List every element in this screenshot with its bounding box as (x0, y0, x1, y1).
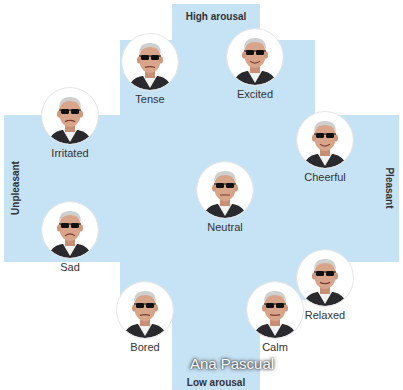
emotion-node: Bored (100, 280, 190, 354)
emotion-node: Calm (230, 280, 320, 354)
emotion-label: Bored (100, 341, 190, 354)
emotion-label: Sad (25, 261, 115, 274)
emotion-node: Tense (105, 32, 195, 106)
emotion-node: Cheerful (280, 110, 370, 184)
circle-frame (42, 202, 99, 259)
face-photo (40, 86, 100, 146)
emotion-label: Irritated (25, 147, 115, 160)
face-photo (40, 200, 100, 260)
axis-label: Low arousal (187, 376, 245, 389)
face-circle (195, 160, 255, 220)
face-circle (115, 280, 175, 340)
circle-frame (197, 162, 254, 219)
face-circle (40, 200, 100, 260)
emotion-label: Excited (210, 88, 300, 101)
face-circle (225, 27, 285, 87)
cross-band (4, 4, 399, 390)
face-photo (120, 32, 180, 92)
watermark: Ana Pascual (190, 355, 274, 373)
face-photo (295, 248, 355, 308)
emotion-node: Excited (210, 27, 300, 101)
face-photo (295, 110, 355, 170)
face-circle (120, 32, 180, 92)
emotion-node: Irritated (25, 86, 115, 160)
emotion-label: Neutral (180, 221, 270, 234)
emotion-label: Tense (105, 93, 195, 106)
face-photo (245, 280, 305, 340)
face-photo (225, 27, 285, 87)
face-circle (295, 248, 355, 308)
axis-label: High arousal (186, 10, 247, 23)
face-circle (245, 280, 305, 340)
axis-label: Pleasant (383, 167, 396, 208)
circle-frame (42, 88, 99, 145)
circle-frame (297, 112, 354, 169)
face-photo (195, 160, 255, 220)
face-photo (115, 280, 175, 340)
emotion-label: Cheerful (280, 171, 370, 184)
face-circle (40, 86, 100, 146)
emotion-node: Neutral (180, 160, 270, 234)
circle-frame (297, 250, 354, 307)
circle-frame (117, 282, 174, 339)
emotion-label: Calm (230, 341, 320, 354)
circle-frame (227, 29, 284, 86)
face-circle (295, 110, 355, 170)
circle-frame (247, 282, 304, 339)
circle-frame (122, 34, 179, 91)
axis-label: Unpleasant (9, 161, 22, 215)
emotion-node: Sad (25, 200, 115, 274)
